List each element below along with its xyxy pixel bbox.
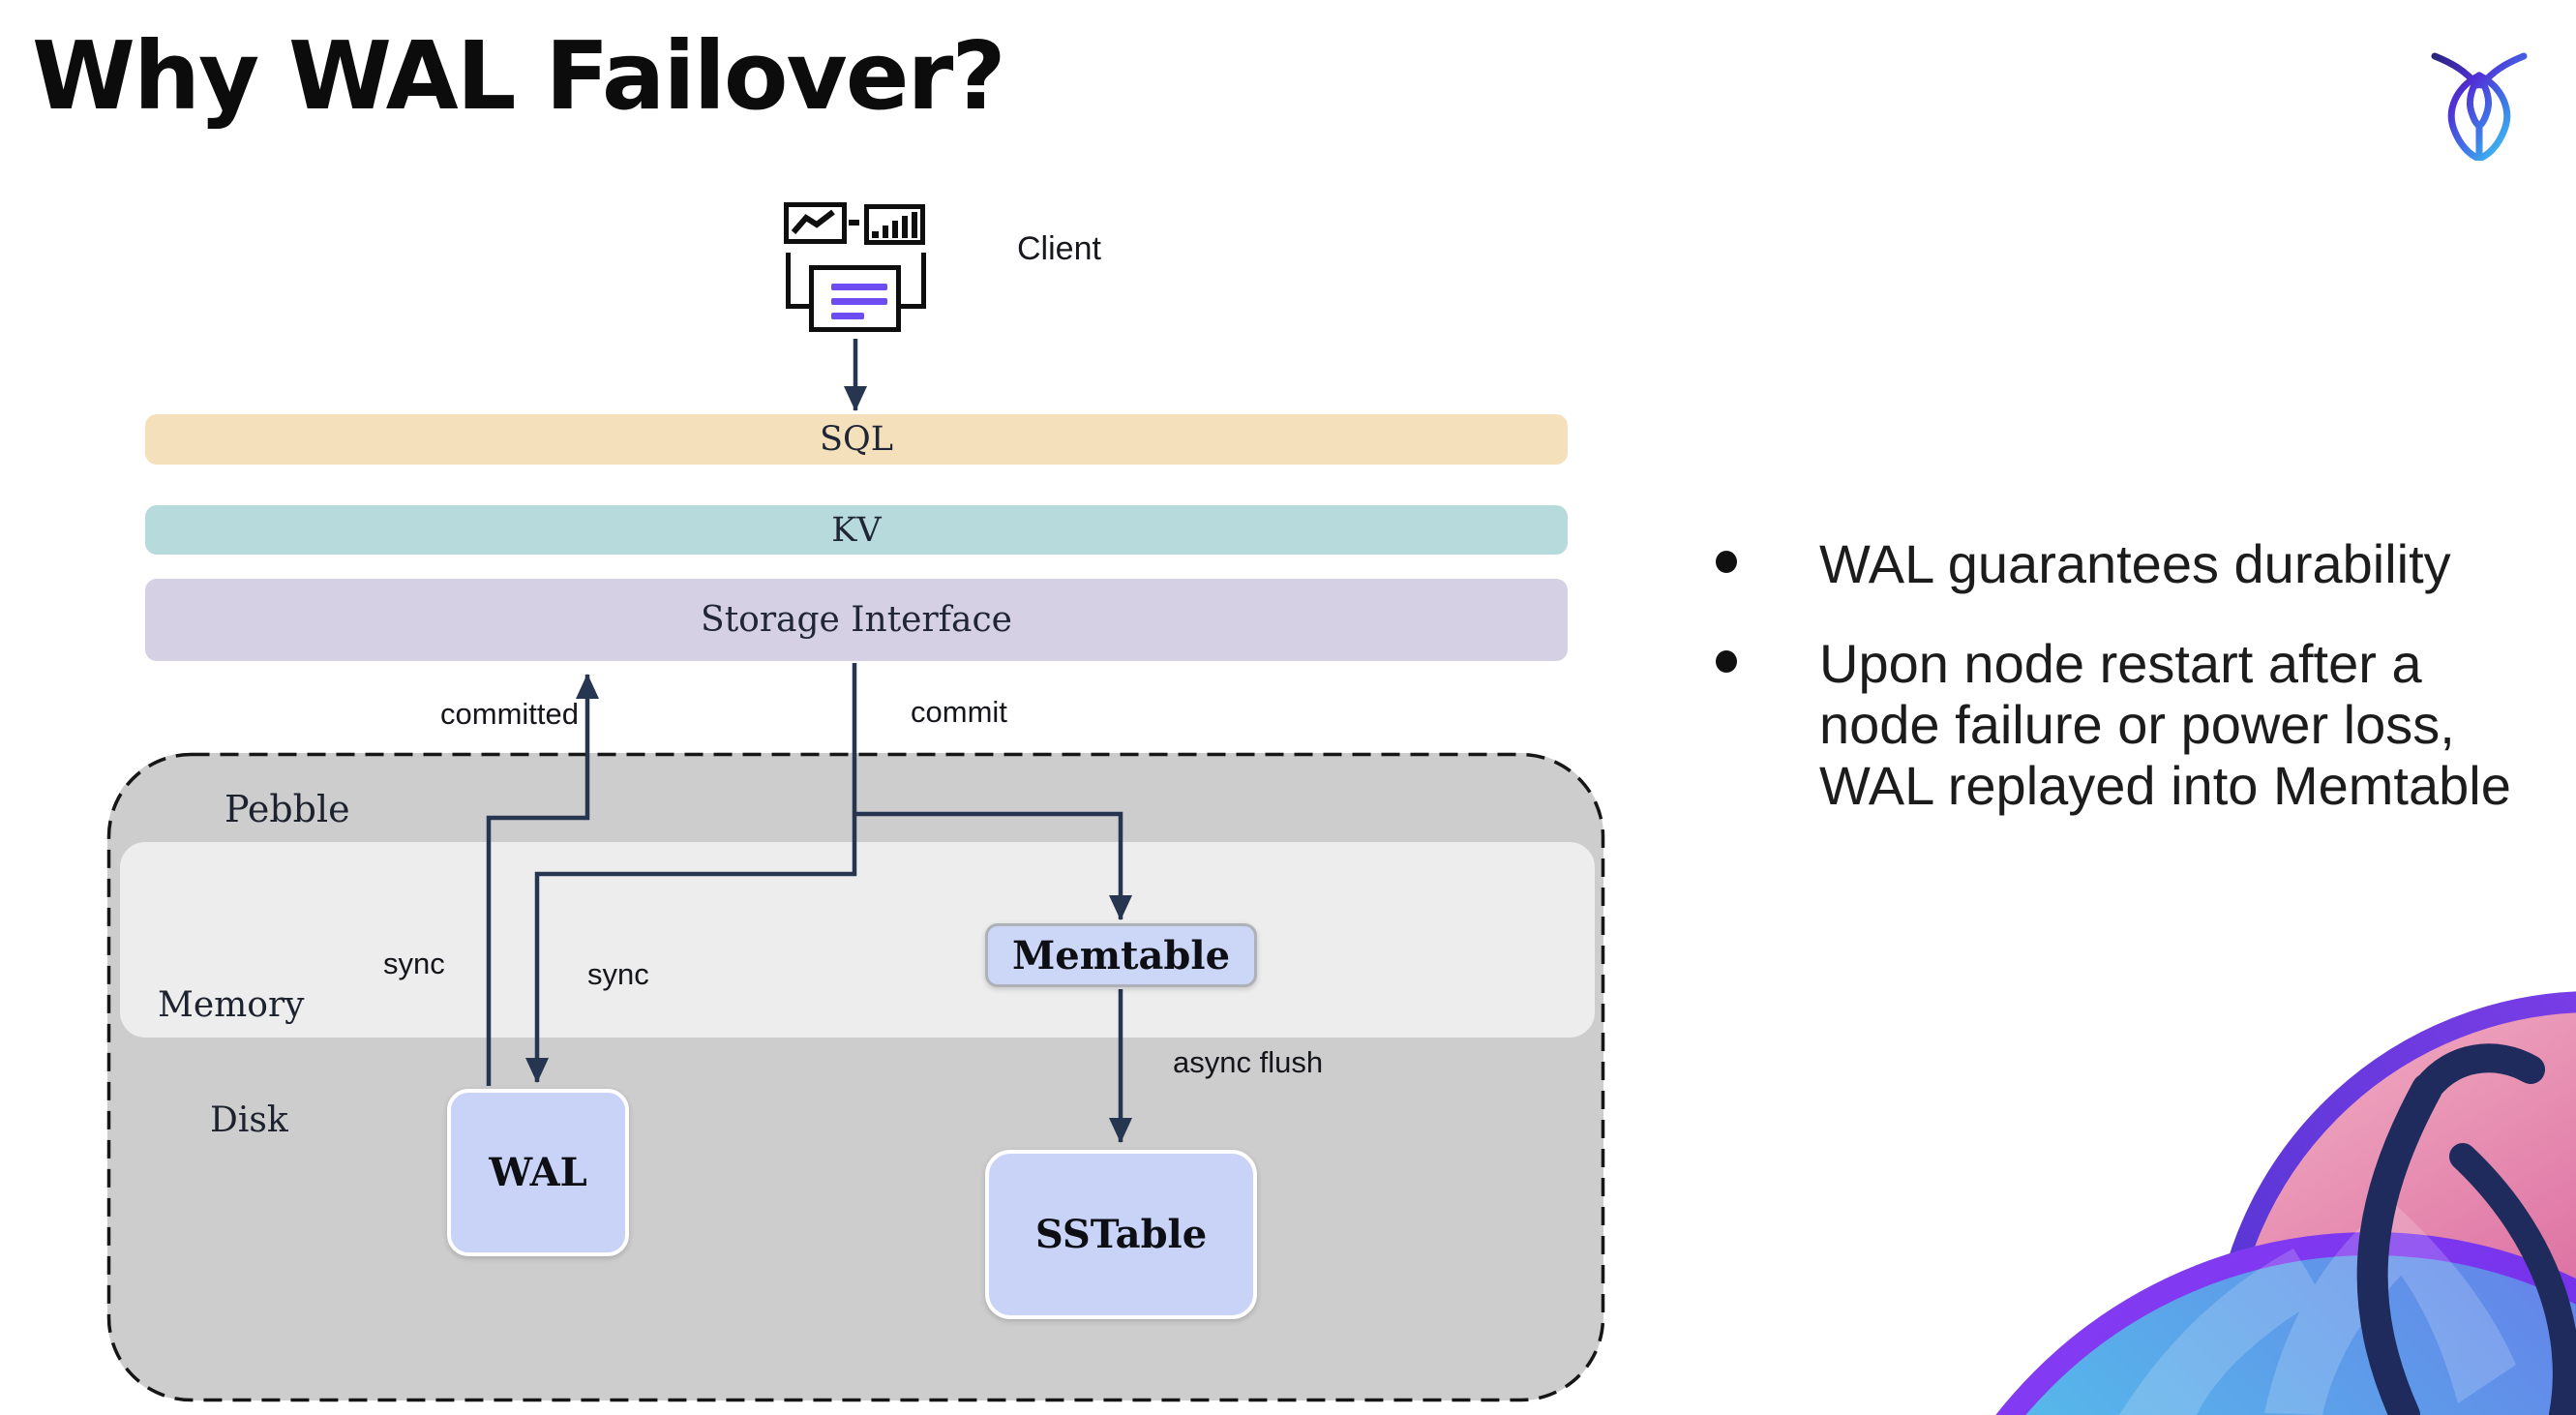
line-chart-icon xyxy=(784,202,847,244)
cockroachdb-logo-icon xyxy=(2431,52,2528,161)
bullet-2-line-2: node failure or power loss, xyxy=(1819,694,2455,755)
disk-label: Disk xyxy=(210,1100,288,1140)
edge-label-sync-1: sync xyxy=(383,947,445,980)
bullet-1-text: WAL guarantees durability xyxy=(1819,533,2451,594)
layer-bar-kv: KV xyxy=(145,505,1568,555)
dash-connector-icon xyxy=(849,220,859,226)
edge-label-commit: commit xyxy=(911,695,1007,729)
pebble-label: Pebble xyxy=(225,788,350,830)
client-label: Client xyxy=(1017,230,1101,267)
layer-storage-label: Storage Interface xyxy=(701,600,1012,640)
bullet-1-line-1: WAL guarantees durability xyxy=(1819,533,2451,594)
bullet-dot xyxy=(1716,650,1737,673)
layer-bar-sql: SQL xyxy=(145,414,1568,465)
edge-label-sync-2: sync xyxy=(587,957,649,991)
layer-sql-label: SQL xyxy=(820,420,893,459)
brand-corner-art xyxy=(1995,991,2576,1415)
page-title: Why WAL Failover? xyxy=(32,21,1006,131)
bullet-2-text: Upon node restart after a node failure o… xyxy=(1819,633,2511,816)
bar-chart-icon xyxy=(864,204,925,245)
document-icon xyxy=(809,265,901,332)
edge-label-committed: committed xyxy=(440,697,579,731)
edge-label-async-flush: async flush xyxy=(1173,1045,1324,1079)
sstable-node: SSTable xyxy=(985,1150,1257,1319)
sstable-label: SSTable xyxy=(1034,1212,1208,1257)
bullet-2-line-3: WAL replayed into Memtable xyxy=(1819,755,2511,816)
memory-region xyxy=(120,842,1595,1038)
layer-bar-storage-interface: Storage Interface xyxy=(145,579,1568,661)
bullet-item-2: Upon node restart after a node failure o… xyxy=(1699,633,2561,816)
art-blue-circle xyxy=(2010,1244,2576,1415)
memory-label: Memory xyxy=(158,985,305,1025)
bullet-list: WAL guarantees durability Upon node rest… xyxy=(1699,533,2561,855)
bullet-2-line-1: Upon node restart after a xyxy=(1819,633,2422,694)
wal-node: WAL xyxy=(447,1089,629,1256)
memtable-node: Memtable xyxy=(985,923,1257,987)
bullet-item-1: WAL guarantees durability xyxy=(1699,533,2561,594)
memtable-label: Memtable xyxy=(1011,932,1231,978)
bracket-left-icon xyxy=(786,253,823,309)
layer-kv-label: KV xyxy=(831,510,882,550)
bullet-dot xyxy=(1716,551,1737,573)
bracket-right-icon xyxy=(889,253,926,309)
wal-label: WAL xyxy=(489,1150,587,1195)
